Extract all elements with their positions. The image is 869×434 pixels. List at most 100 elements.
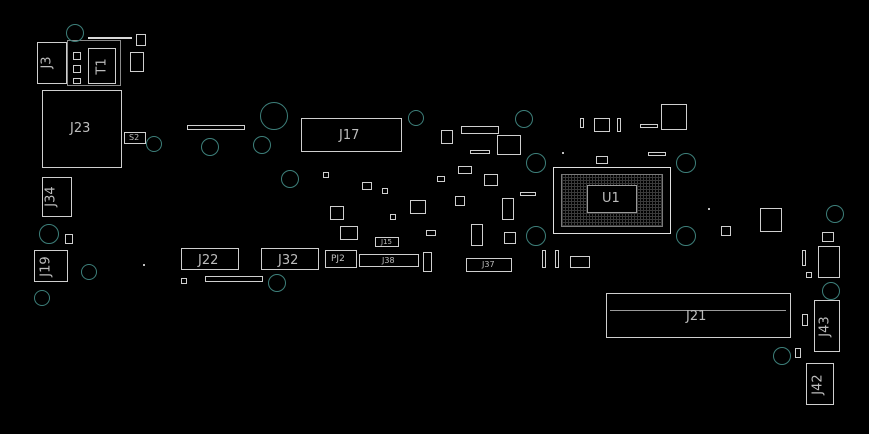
- component-small-4: [555, 250, 559, 268]
- connector-j37[interactable]: [466, 258, 512, 272]
- label-j22: J22: [198, 253, 219, 268]
- component-r-5: [648, 152, 666, 156]
- mount-hole-15: [676, 153, 696, 173]
- component-small-5: [795, 348, 801, 358]
- label-j19: J19: [38, 256, 54, 277]
- connector-j9-row: [205, 276, 263, 282]
- component-j5: [130, 52, 144, 72]
- trace-top: [88, 37, 132, 39]
- mount-hole-2: [146, 136, 162, 152]
- component-c1: [136, 34, 146, 46]
- component-t1-outline: [67, 40, 121, 86]
- label-t1: T1: [94, 58, 110, 75]
- small-pad-group-1: [73, 52, 81, 60]
- label-u1: U1: [602, 191, 620, 206]
- connector-j38[interactable]: [359, 254, 419, 267]
- label-j38: J38: [382, 256, 395, 265]
- label-j43: J43: [817, 316, 833, 337]
- connector-j15[interactable]: [375, 237, 399, 247]
- component-j12: [570, 256, 590, 268]
- via: [708, 208, 710, 210]
- mount-hole-16: [676, 226, 696, 246]
- mount-hole-11: [268, 274, 286, 292]
- mount-hole-1: [66, 24, 84, 42]
- small-pad-group-2: [73, 65, 81, 73]
- component-small-12: [426, 230, 436, 236]
- component-small-2: [181, 278, 187, 284]
- component-mid-3: [410, 200, 426, 214]
- connector-j17[interactable]: [301, 118, 402, 152]
- label-j15: J15: [381, 238, 392, 246]
- via: [562, 152, 564, 154]
- label-j21: J21: [686, 309, 707, 324]
- mount-hole-5: [34, 290, 50, 306]
- label-j17: J17: [339, 128, 360, 143]
- mount-hole-12: [515, 110, 533, 128]
- label-s2: S2: [129, 133, 140, 142]
- label-j34: J34: [43, 186, 59, 207]
- mount-hole-17: [826, 205, 844, 223]
- component-r-3: [596, 156, 608, 164]
- transformer-t1[interactable]: [88, 48, 116, 84]
- component-fr-2: [721, 226, 731, 236]
- component-mid-7: [484, 174, 498, 186]
- connector-j42[interactable]: [806, 363, 834, 405]
- component-fr-4: [818, 246, 840, 278]
- label-j42: J42: [810, 374, 826, 395]
- connector-j22[interactable]: [181, 248, 239, 270]
- component-mid-5: [340, 226, 358, 240]
- mount-hole-3: [39, 224, 59, 244]
- component-mid-2: [497, 135, 521, 155]
- component-r-1: [594, 118, 610, 132]
- component-small-13: [580, 118, 584, 128]
- component-r-2: [661, 104, 687, 130]
- component-small-9: [437, 176, 445, 182]
- mount-hole-7: [201, 138, 219, 156]
- component-small-11: [390, 214, 396, 220]
- component-small-19: [806, 272, 812, 278]
- label-j23: J23: [70, 121, 91, 136]
- label-j32: J32: [278, 253, 299, 268]
- component-mid-8: [471, 224, 483, 246]
- connector-j3[interactable]: [37, 42, 67, 84]
- mount-hole-9: [281, 170, 299, 188]
- component-small-17: [458, 166, 472, 174]
- component-fr-1: [760, 208, 782, 232]
- label-j37: J37: [482, 260, 495, 269]
- connector-j19[interactable]: [34, 250, 68, 282]
- mount-hole-4: [81, 264, 97, 280]
- component-small-18: [802, 250, 806, 266]
- mount-hole-6: [260, 102, 288, 130]
- connector-j43[interactable]: [814, 300, 840, 352]
- component-mid-4: [330, 206, 344, 220]
- connector-pj2[interactable]: [325, 250, 357, 268]
- component-mid-6: [441, 130, 453, 144]
- mount-hole-19: [773, 347, 791, 365]
- mount-hole-18: [822, 282, 840, 300]
- label-j3: J3: [39, 56, 55, 69]
- via: [143, 264, 145, 266]
- cpu-u1-outer[interactable]: [553, 167, 671, 234]
- component-small-6: [323, 172, 329, 178]
- connector-j23[interactable]: [42, 90, 122, 168]
- component-small-14: [617, 118, 621, 132]
- connector-j21-rail: [610, 310, 786, 311]
- component-fr-3: [822, 232, 834, 242]
- connector-j32[interactable]: [261, 248, 319, 270]
- component-small-8: [382, 188, 388, 194]
- mount-hole-8: [253, 136, 271, 154]
- connector-fpc-row: [187, 125, 245, 130]
- connector-j34[interactable]: [42, 177, 72, 217]
- connector-j21[interactable]: [606, 293, 791, 338]
- component-small-3: [542, 250, 546, 268]
- component-j21-side: [802, 314, 808, 326]
- cpu-u1-die: [587, 185, 637, 213]
- component-small-1: [65, 234, 73, 244]
- mount-hole-13: [526, 153, 546, 173]
- switch-s2[interactable]: [124, 132, 146, 144]
- component-u4: [502, 198, 514, 220]
- component-r-4: [640, 124, 658, 128]
- mount-hole-10: [408, 110, 424, 126]
- component-small-16: [470, 150, 490, 154]
